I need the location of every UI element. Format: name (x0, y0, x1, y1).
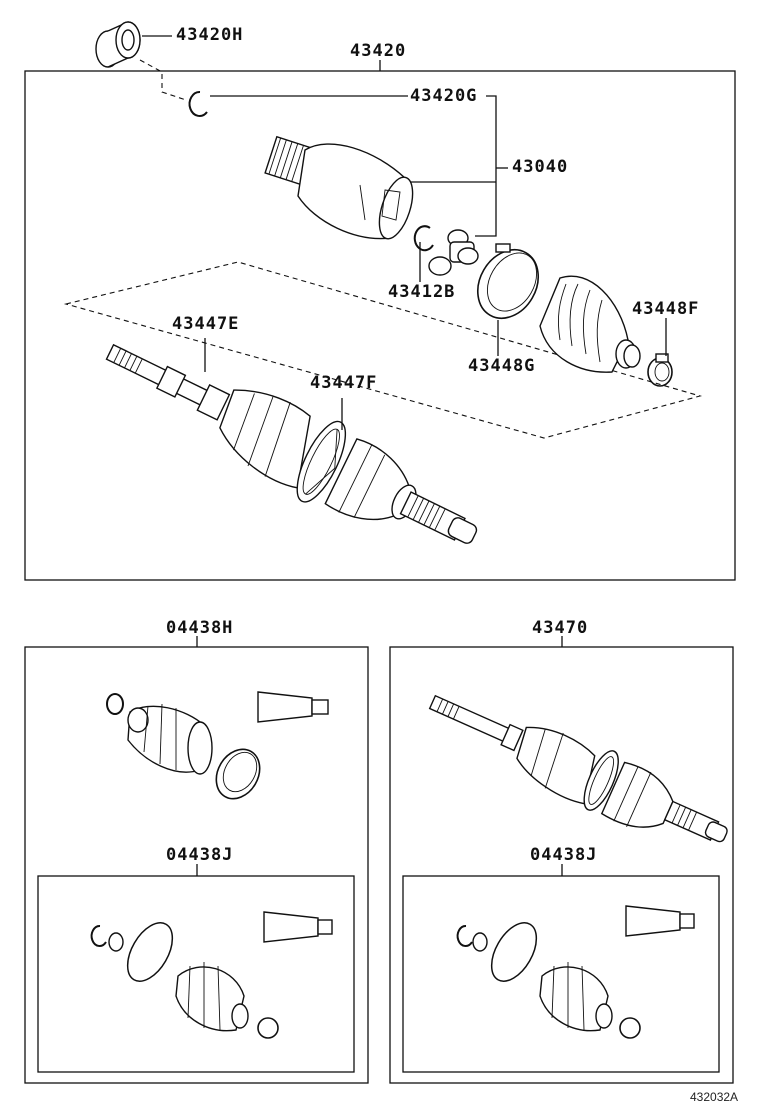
small-clamp-43448F[interactable] (647, 353, 673, 387)
boot-kit-04438J-right-parts[interactable] (456, 905, 695, 1039)
label-43448F[interactable]: 43448F (632, 299, 700, 319)
boot-clamp-43448G[interactable] (466, 239, 550, 329)
label-04438H[interactable]: 04438H (166, 618, 234, 638)
outboard-joint-43040[interactable] (264, 135, 419, 243)
outboard-boot[interactable] (539, 275, 641, 373)
figure-id: 432032A (690, 1090, 739, 1104)
shaft-assembly-43470[interactable] (418, 676, 738, 865)
label-43420H[interactable]: 43420H (176, 25, 244, 45)
circlip-43412B[interactable] (413, 225, 434, 252)
tripod-spider[interactable] (428, 229, 479, 276)
boot-kit-04438H-parts[interactable] (106, 691, 329, 807)
label-43420[interactable]: 43420 (350, 41, 407, 61)
dust-seal-43420H[interactable] (95, 21, 141, 68)
label-43448G[interactable]: 43448G (468, 356, 536, 376)
label-43412B[interactable]: 43412B (388, 282, 456, 302)
boot-kit-04438J-left-parts[interactable] (90, 911, 333, 1039)
label-43420G[interactable]: 43420G (410, 86, 478, 106)
label-04438J-right[interactable]: 04438J (530, 845, 598, 865)
label-43040[interactable]: 43040 (512, 157, 569, 177)
inboard-shaft-assembly[interactable] (88, 318, 493, 576)
label-43470[interactable]: 43470 (532, 618, 589, 638)
label-43447F[interactable]: 43447F (310, 373, 378, 393)
label-04438J-left[interactable]: 04438J (166, 845, 234, 865)
label-43447E[interactable]: 43447E (172, 314, 240, 334)
snap-ring-43420G[interactable] (188, 90, 208, 117)
